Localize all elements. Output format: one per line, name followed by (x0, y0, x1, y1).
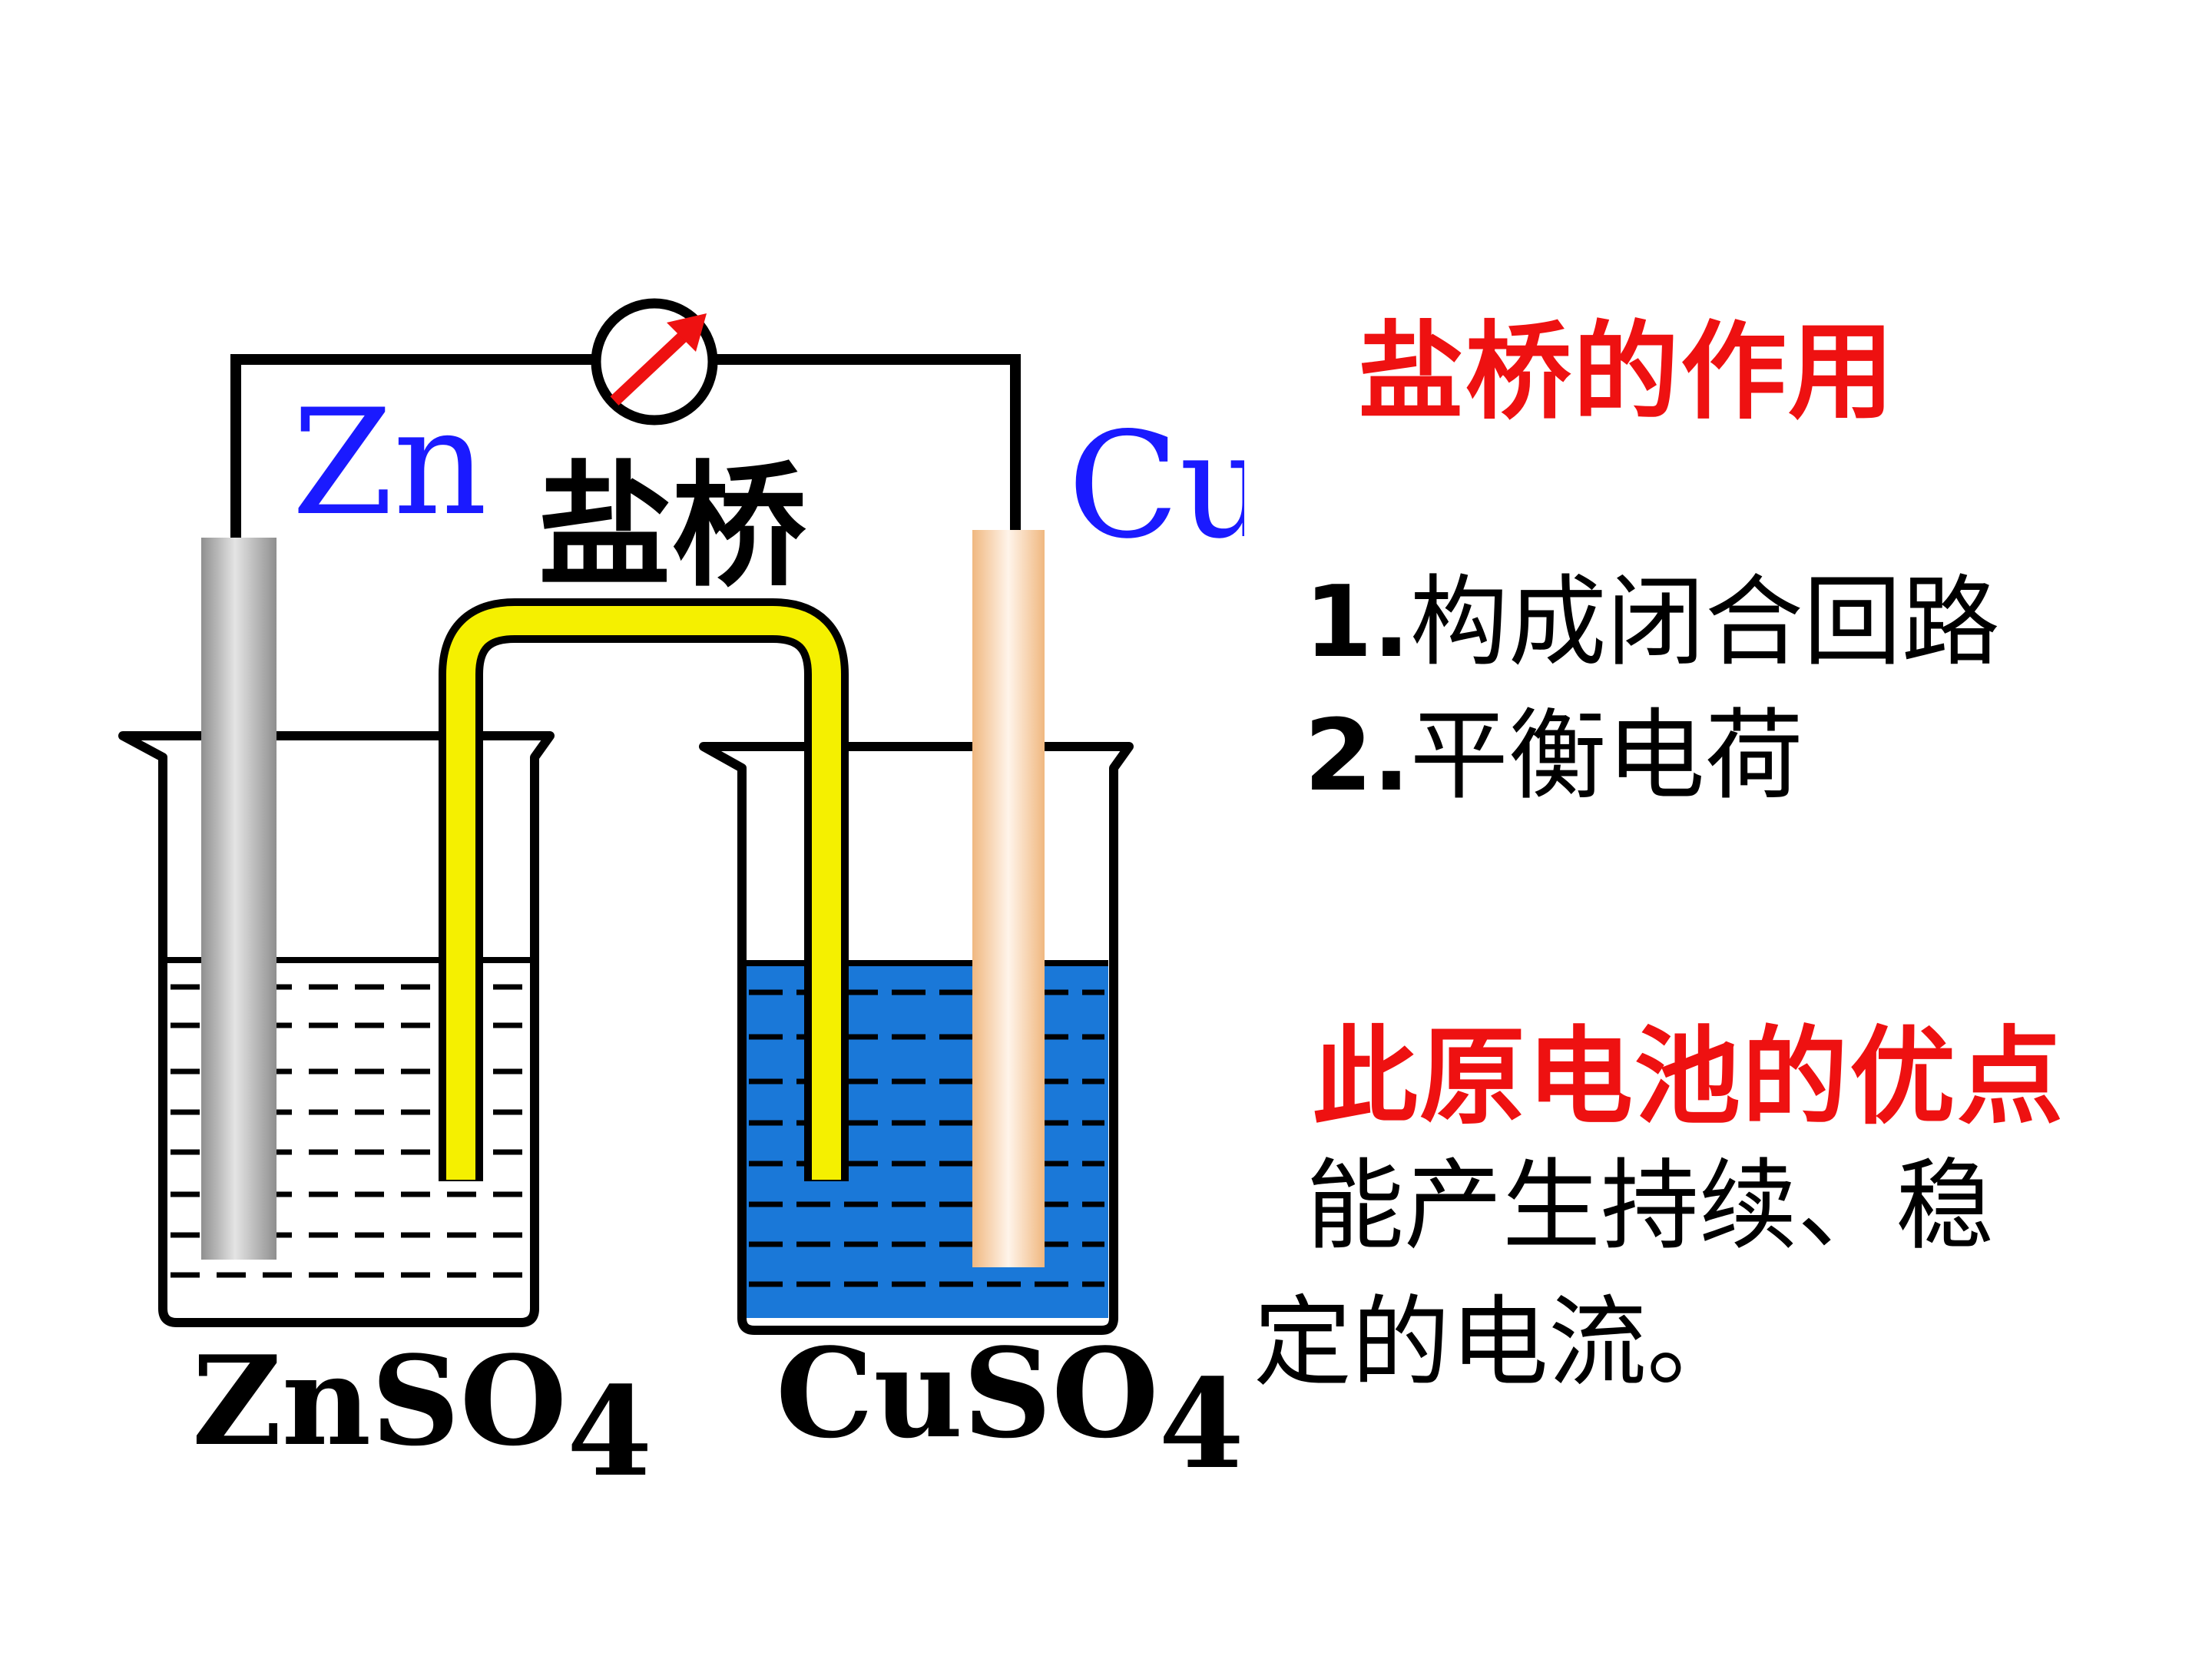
salt-bridge (439, 598, 849, 1181)
salt-bridge-function-title: 盐桥的作用 (1358, 310, 1896, 434)
function-item-1: 1.构成闭合回路 (1304, 542, 2000, 684)
znso4-label: ZnSO4 (192, 1329, 652, 1504)
galvanic-cell-diagram: Zn Cu 盐桥 ZnS (118, 298, 1244, 1504)
copper-electrode (972, 530, 1045, 1267)
advantage-title: 此原电池的优点 (1312, 1015, 2065, 1139)
galvanometer-icon (591, 298, 718, 426)
zn-label: Zn (292, 378, 487, 548)
cuso4-label: CuSO4 (776, 1321, 1244, 1496)
left-beaker (118, 731, 555, 1327)
external-wire (230, 354, 1021, 553)
zinc-electrode (201, 538, 276, 1260)
function-item-text: 平衡电荷 (1409, 699, 1803, 813)
function-item-number: 2. (1304, 699, 1410, 813)
advantage-text-line-1: 能产生持续、稳 (1306, 1149, 1995, 1263)
cuso4-solution (743, 963, 1108, 1318)
function-item-2: 2.平衡电荷 (1304, 676, 1803, 818)
salt-bridge-label: 盐桥 (538, 449, 806, 605)
cu-label: Cu (1068, 401, 1244, 571)
right-beaker (699, 742, 1134, 1335)
function-item-number: 1. (1304, 565, 1410, 680)
function-item-text: 构成闭合回路 (1409, 565, 2000, 680)
advantage-text-line-2: 定的电流。 (1253, 1286, 1746, 1400)
